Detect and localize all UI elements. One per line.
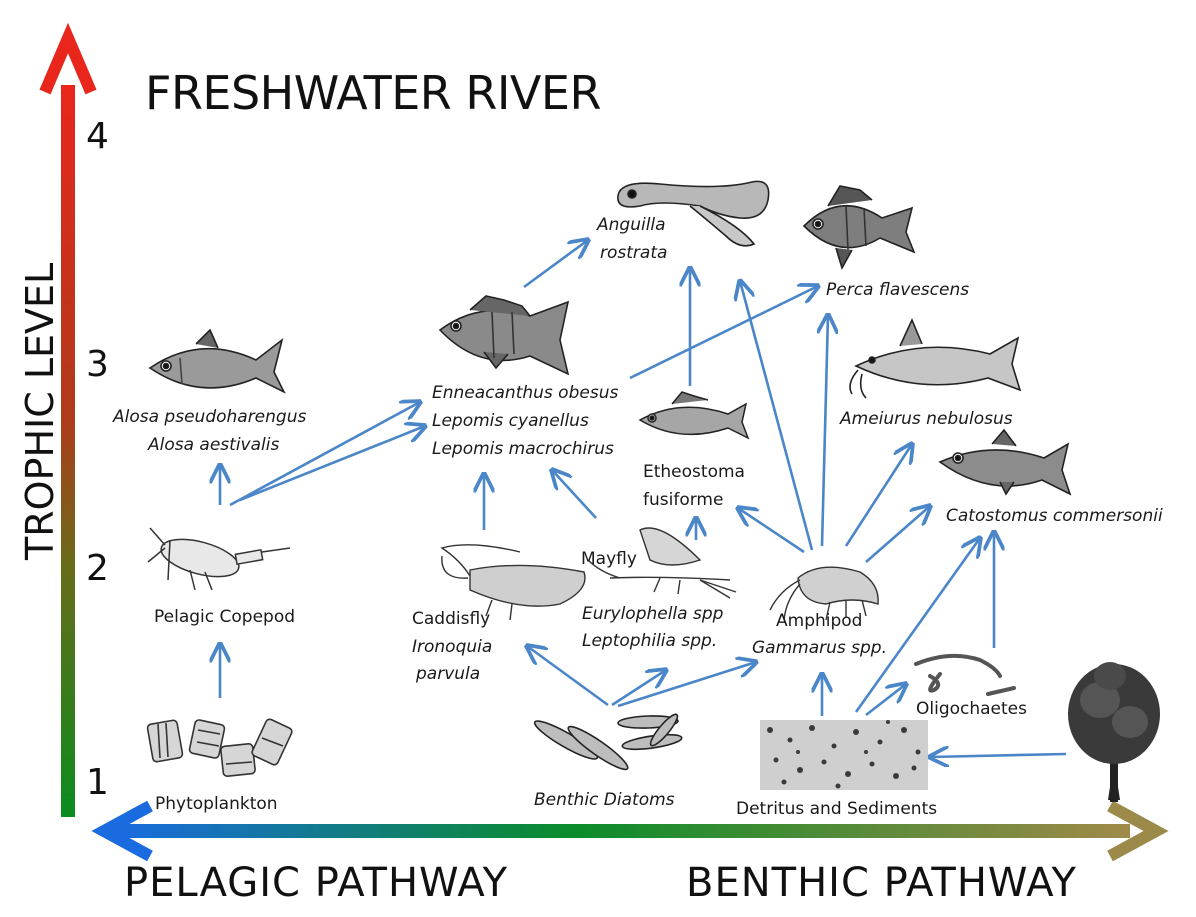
anguilla-label-2: rostrata: [600, 243, 668, 263]
y-tick-4: 4: [86, 116, 109, 157]
food-web-arrows: [220, 240, 1067, 757]
diagram-title: FRESHWATER RIVER: [145, 66, 601, 120]
y-axis-label: TROPHIC LEVEL: [18, 262, 62, 560]
y-tick-2: 2: [86, 548, 109, 589]
sunfish-label-3: Lepomis macrochirus: [432, 439, 614, 459]
pelagic-pathway-label: PELAGIC PATHWAY: [124, 860, 509, 906]
mayfly-genus-1-label: Eurylophella spp: [582, 604, 724, 624]
eel-icon: [617, 180, 770, 247]
pathway-axis: [91, 800, 1169, 862]
arrow-amphipod-ameiurus: [844, 444, 912, 547]
caddisfly-genus-label: Ironoquia: [412, 637, 493, 657]
arrow-amphipod-catostomus: [865, 506, 930, 563]
arrow-detritus-oligochaetes: [865, 684, 906, 717]
arrow-amphipod-anguilla: [740, 281, 814, 551]
arrow-copepod-sunfish-2: [239, 426, 425, 502]
alosa-label-1: Alosa pseudoharengus: [113, 407, 307, 427]
amphipod-genus-label: Gammarus spp.: [752, 638, 887, 658]
oligochaete-icon: [914, 653, 1016, 696]
phytoplankton-label: Phytoplankton: [155, 794, 278, 814]
y-tick-1: 1: [86, 762, 109, 803]
arrow-tree-detritus: [930, 754, 1067, 757]
amphipod-icon: [769, 566, 879, 621]
catfish-icon: [849, 318, 1022, 399]
arrow-copepod-sunfish: [229, 402, 420, 507]
detritus-label: Detritus and Sediments: [736, 799, 938, 819]
alosa-fish-icon: [148, 328, 286, 394]
tree-icon: [1068, 662, 1160, 802]
arrow-amphipod-etheostoma: [738, 508, 805, 554]
anguilla-label-1: Anguilla: [597, 215, 666, 235]
caddisfly-icon: [440, 544, 586, 621]
sunfish-label-2: Lepomis cyanellus: [432, 411, 589, 431]
perca-label: Perca flavescens: [826, 280, 970, 300]
darter-icon: [638, 391, 750, 440]
mayfly-icon: [587, 527, 737, 599]
sunfish-label-1: Enneacanthus obesus: [432, 383, 619, 403]
alosa-label-2: Alosa aestivalis: [148, 435, 280, 455]
catostomus-label: Catostomus commersonii: [946, 506, 1163, 526]
phytoplankton-icon: [146, 718, 293, 777]
etheostoma-label-1: Etheostoma: [643, 462, 745, 482]
trophic-axis: [39, 22, 97, 817]
etheostoma-label-2: fusiforme: [643, 490, 724, 510]
y-tick-3: 3: [86, 344, 109, 385]
benthic-diatom-icon: [533, 713, 683, 771]
perca-icon: [802, 185, 916, 271]
arrow-diatoms-caddisfly: [527, 646, 609, 707]
arrow-sunfish-anguilla: [523, 240, 588, 289]
arrow-detritus-catostomus: [854, 538, 980, 713]
arrow-amphipod-perca: [822, 315, 828, 547]
arrow-diatoms-amphipod: [617, 662, 756, 708]
ameiurus-label: Ameiurus nebulosus: [840, 409, 1013, 429]
caddisfly-label: Caddisfly: [412, 609, 491, 629]
mayfly-genus-2-label: Leptophilia spp.: [582, 631, 718, 651]
detritus-icon: [760, 720, 928, 790]
caddisfly-species-label: parvula: [416, 664, 481, 684]
sucker-fish-icon: [938, 428, 1072, 496]
arrow-sunfish-perca: [629, 286, 818, 380]
pelagic-copepod-label: Pelagic Copepod: [154, 607, 296, 627]
copepod-icon: [147, 527, 291, 591]
sunfish-icon: [438, 295, 570, 376]
arrow-diatoms-mayfly: [611, 670, 666, 707]
benthic-diatoms-label: Benthic Diatoms: [534, 790, 675, 810]
amphipod-label: Amphipod: [776, 611, 863, 631]
arrow-mayfly-sunfish: [552, 470, 597, 519]
oligochaetes-label: Oligochaetes: [916, 699, 1027, 719]
benthic-pathway-label: BENTHIC PATHWAY: [686, 860, 1077, 906]
mayfly-label: Mayfly: [581, 549, 637, 569]
